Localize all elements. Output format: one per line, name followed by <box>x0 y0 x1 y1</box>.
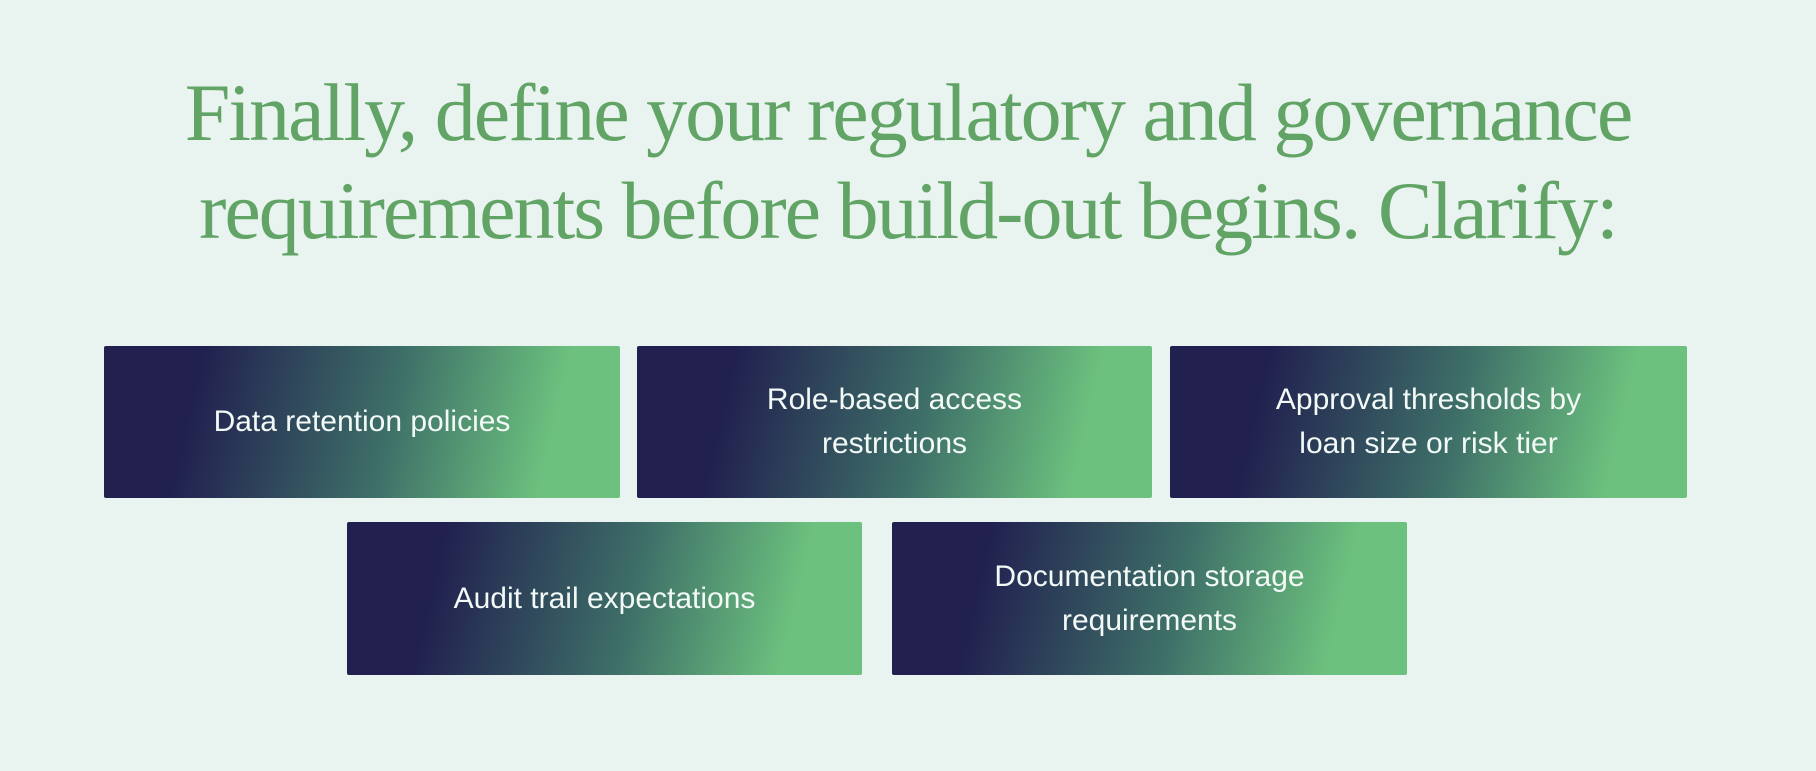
item-box-label: Audit trail expectations <box>453 581 756 615</box>
item-box-label: Data retention policies <box>213 405 511 438</box>
page-title-line-1: Finally, define your regulatory and gove… <box>184 67 1633 158</box>
page-title: Finally, define your regulatory and gove… <box>0 64 1816 260</box>
item-box-documentation-storage: Documentation storage requirements <box>892 522 1407 675</box>
item-box-label: Role-based access restrictions <box>766 383 1023 460</box>
item-box-label: Approval thresholds by loan size or risk… <box>1275 383 1582 460</box>
item-box-label: Documentation storage requirements <box>994 559 1305 637</box>
item-box-approval-thresholds: Approval thresholds by loan size or risk… <box>1170 346 1687 498</box>
item-box-role-based-access: Role-based access restrictions <box>637 346 1152 498</box>
item-box-data-retention: Data retention policies <box>104 346 620 498</box>
page-title-line-2: requirements before build-out begins. Cl… <box>199 165 1619 256</box>
item-box-audit-trail: Audit trail expectations <box>347 522 862 675</box>
